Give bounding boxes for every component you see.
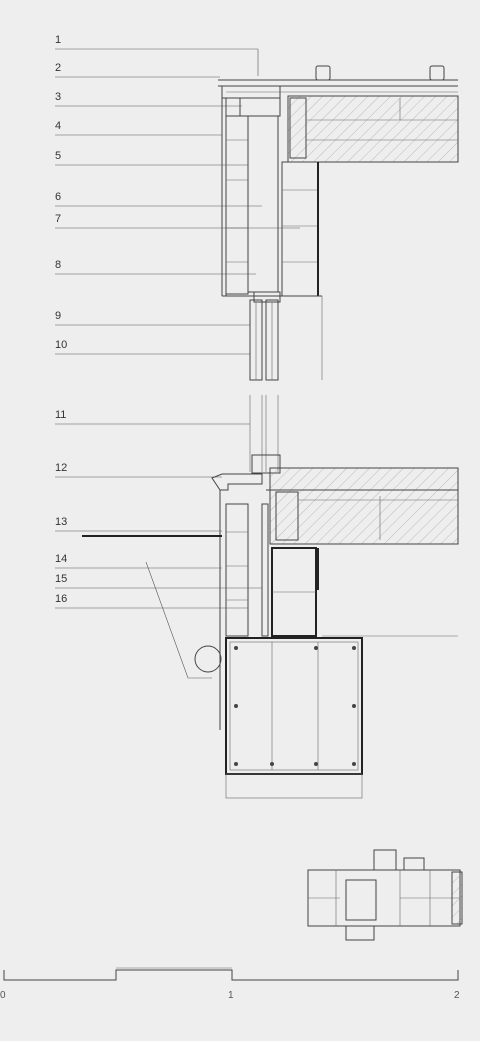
callout-label-15: 15 (55, 573, 67, 585)
callout-label-9: 9 (55, 310, 61, 322)
callout-label-2: 2 (55, 62, 61, 74)
foundation (194, 636, 363, 799)
callout-label-16: 16 (55, 593, 67, 605)
callout-label-11: 11 (55, 409, 66, 421)
callout-label-8: 8 (55, 259, 61, 271)
callout-label-10: 10 (55, 339, 67, 351)
roof-tile (429, 65, 445, 81)
window-glazing (249, 291, 281, 474)
callout-label-14: 14 (55, 553, 67, 565)
callout-label-5: 5 (55, 150, 61, 162)
key-plan-thumbnail (307, 849, 463, 941)
scale-bar (3, 967, 459, 981)
lower-wall (82, 490, 458, 637)
callout-label-12: 12 (55, 462, 67, 474)
callout-label-3: 3 (55, 91, 61, 103)
callout-label-7: 7 (55, 213, 61, 225)
roof-tile (315, 65, 331, 81)
callout-label-6: 6 (55, 191, 61, 203)
callout-label-1: 1 (55, 34, 61, 46)
roof-assembly (218, 65, 459, 163)
drain-pipe (194, 645, 222, 673)
scale-tick-2: 2 (454, 990, 460, 1001)
scale-tick-0: 0 (0, 990, 6, 1001)
scale-tick-1: 1 (228, 990, 234, 1001)
callout-label-13: 13 (55, 516, 67, 528)
floor-slab (211, 467, 459, 545)
callout-label-4: 4 (55, 120, 61, 132)
ceiling-slab (287, 95, 459, 163)
